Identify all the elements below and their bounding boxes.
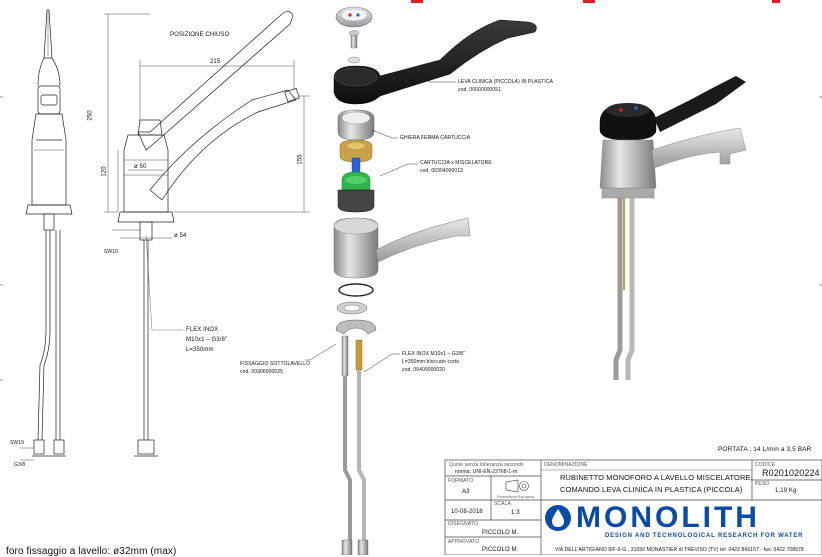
denomination-line1: RUBINETTO MONOFORO A LAVELLO MISCELATORE… <box>560 473 753 482</box>
front-dim-thread: G3/8 <box>14 462 26 468</box>
callout-lever-code: cod. 00000000051 <box>458 87 502 93</box>
mounting-hole-note: foro fissaggio a lavello: ø32mm (max) <box>6 546 177 557</box>
weight-caption: PESO <box>755 481 770 487</box>
title-block-grid <box>444 459 822 555</box>
monolith-drop-logo-icon <box>545 505 571 531</box>
dim-215: 215 <box>210 59 221 65</box>
dim-diameter-50: ø 50 <box>134 164 147 170</box>
dim-diameter-54: ø 54 <box>174 233 187 239</box>
flow-rate: PORTATA : 14 L/min a 3,5 BAR <box>718 446 812 453</box>
brand-wordmark: MONOLITH <box>576 501 760 534</box>
drawing-date: 10-08-2018 <box>451 509 483 515</box>
rendered-view <box>599 76 747 380</box>
dim-sw10: SW10 <box>104 249 119 255</box>
format-caption: FORMATO <box>448 478 474 484</box>
callout-cartuccia-code: cod. 00304000012 <box>420 168 464 174</box>
projection-symbol-icon <box>505 479 529 493</box>
scale-caption: SCALA <box>494 501 511 507</box>
product-code: R0201020224 <box>762 468 820 478</box>
front-view <box>20 9 73 461</box>
flex-label-line3: L=350mm <box>186 347 214 353</box>
code-caption: CODICE <box>755 462 776 468</box>
callout-lever: LEVA CLINICA (PICCOLA) IN PLASTICA <box>458 79 554 85</box>
flex-label-line2: M10x1 – G3/8" <box>186 337 228 343</box>
flex-label-line1: FLEX INOX <box>186 327 219 333</box>
scale-value: 1:3 <box>511 510 520 516</box>
tolerance-value: norma: UNI-EN-22768-1-m <box>455 469 518 475</box>
format-value: A3 <box>462 489 470 495</box>
callout-fissaggio: FISSAGGIO SOTTOLAVELLO <box>240 361 311 367</box>
callout-ghiera: GHIERA FERMA CARTUCCIA <box>400 135 471 141</box>
callout-flex-code: cod. 00409000020 <box>402 367 446 373</box>
denomination-line2: COMANDO LEVA CLINICA IN PLASTICA (PICCOL… <box>560 485 743 494</box>
dim-120: 120 <box>101 166 108 177</box>
drawn-by-caption: DISEGNATO <box>448 521 478 527</box>
approved-by: PICCOLO M. <box>482 547 519 553</box>
exploded-view <box>305 6 537 555</box>
side-view <box>104 11 310 457</box>
drawn-by: PICCOLO M. <box>482 530 519 536</box>
callout-cartuccia: CARTUCCIA x MISCELATORE <box>420 160 492 166</box>
approved-caption: APPROVATO <box>448 539 480 545</box>
dim-155: 155 <box>297 154 304 165</box>
callout-fissaggio-code: cod. 00306000025 <box>240 369 284 375</box>
frame-markers <box>411 0 780 3</box>
brand-tagline: DESIGN AND TECHNOLOGICAL RESEARCH FOR WA… <box>605 533 804 539</box>
callout-flex: FLEX INOX M10x1 – G3/8" <box>402 351 465 357</box>
company-address: VIA DELL'ARTIGIANO 8/F-6-G , 31050 MONAS… <box>555 547 804 553</box>
weight-value: 1,19 Kg <box>775 488 797 494</box>
tolerance-caption: Quote senza tolleranza secondo <box>449 462 524 468</box>
callout-flex-length: L=350mm bloccato corto <box>402 359 460 365</box>
projection-caption: Proiezione Europea <box>497 494 534 499</box>
denomination-caption: DENOMINAZIONE <box>544 462 588 468</box>
dim-250: 250 <box>87 110 94 121</box>
side-view-title: POSIZIONE CHIUSO <box>170 32 230 38</box>
front-dim-sw19: SW19 <box>10 440 25 446</box>
